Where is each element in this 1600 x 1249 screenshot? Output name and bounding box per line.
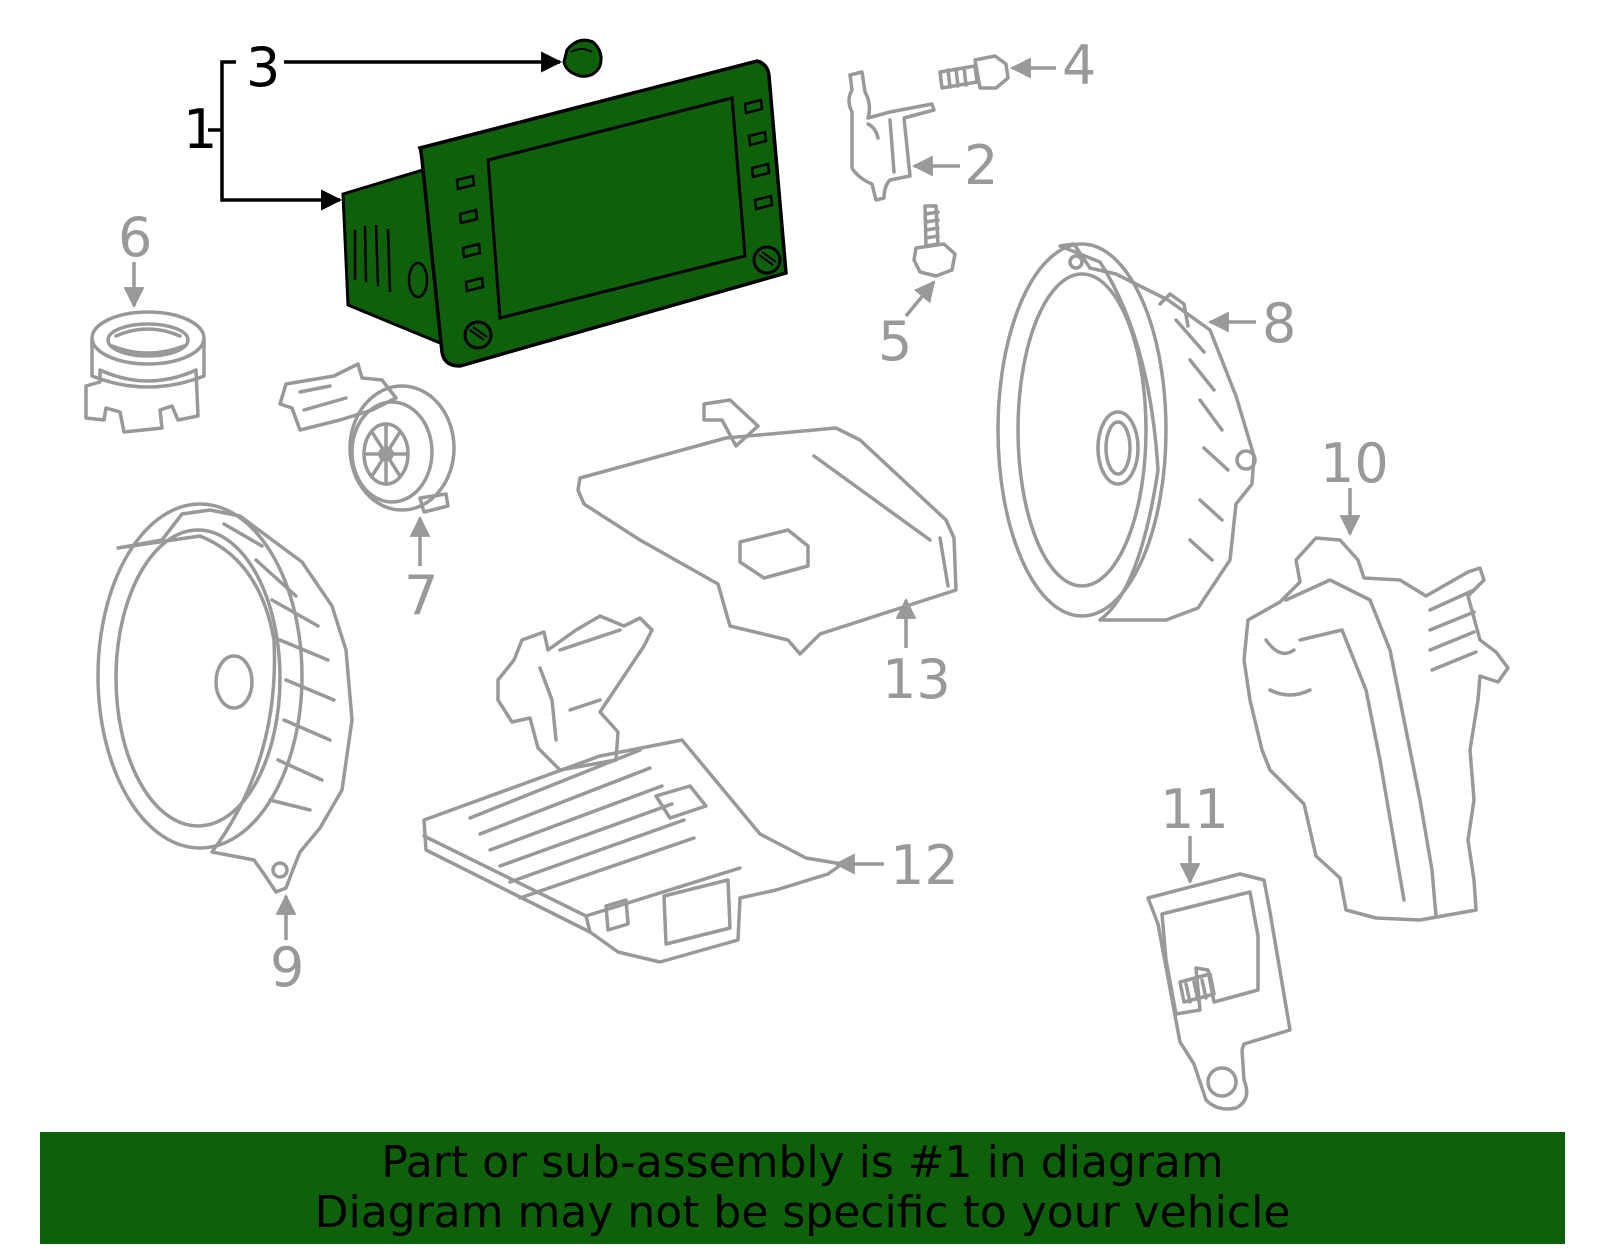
head-unit-part-1[interactable] bbox=[341, 59, 788, 368]
tweeter-part-7[interactable] bbox=[278, 362, 456, 514]
callout-3: 3 bbox=[246, 36, 280, 99]
banner-line-2: Diagram may not be specific to your vehi… bbox=[314, 1187, 1291, 1238]
head-unit-screen bbox=[486, 96, 747, 320]
knob-cap-part-3[interactable] bbox=[562, 38, 603, 78]
callout-5: 5 bbox=[878, 310, 912, 373]
callout-11: 11 bbox=[1160, 778, 1229, 841]
banner-background bbox=[40, 1132, 1565, 1244]
amplifier-part-12[interactable] bbox=[422, 614, 844, 964]
callout-1: 1 bbox=[183, 98, 217, 161]
callout-4: 4 bbox=[1062, 34, 1096, 97]
banner-line-1: Part or sub-assembly is #1 in diagram bbox=[381, 1137, 1224, 1188]
duct-part-10[interactable] bbox=[1242, 536, 1510, 922]
bracket-part-2[interactable] bbox=[847, 70, 936, 202]
screw-part-5[interactable] bbox=[912, 204, 957, 278]
callout-6: 6 bbox=[118, 206, 152, 269]
callout-12: 12 bbox=[890, 834, 959, 897]
leader-1-bracket bbox=[220, 60, 343, 211]
callout-2: 2 bbox=[964, 134, 998, 197]
callout-7: 7 bbox=[404, 564, 438, 627]
callout-13: 13 bbox=[882, 648, 951, 711]
speaker-part-9[interactable] bbox=[96, 502, 354, 894]
info-banner: Part or sub-assembly is #1 in diagram Di… bbox=[40, 1132, 1565, 1244]
bolt-part-4[interactable] bbox=[938, 54, 1010, 90]
tweeter-part-6[interactable] bbox=[84, 310, 206, 434]
leader-5 bbox=[904, 280, 936, 318]
callout-8: 8 bbox=[1262, 292, 1296, 355]
callout-9: 9 bbox=[270, 936, 304, 999]
module-part-11[interactable] bbox=[1146, 872, 1292, 1111]
cover-part-13[interactable] bbox=[576, 398, 958, 656]
speaker-part-8[interactable] bbox=[996, 242, 1257, 622]
callout-10: 10 bbox=[1320, 432, 1389, 495]
